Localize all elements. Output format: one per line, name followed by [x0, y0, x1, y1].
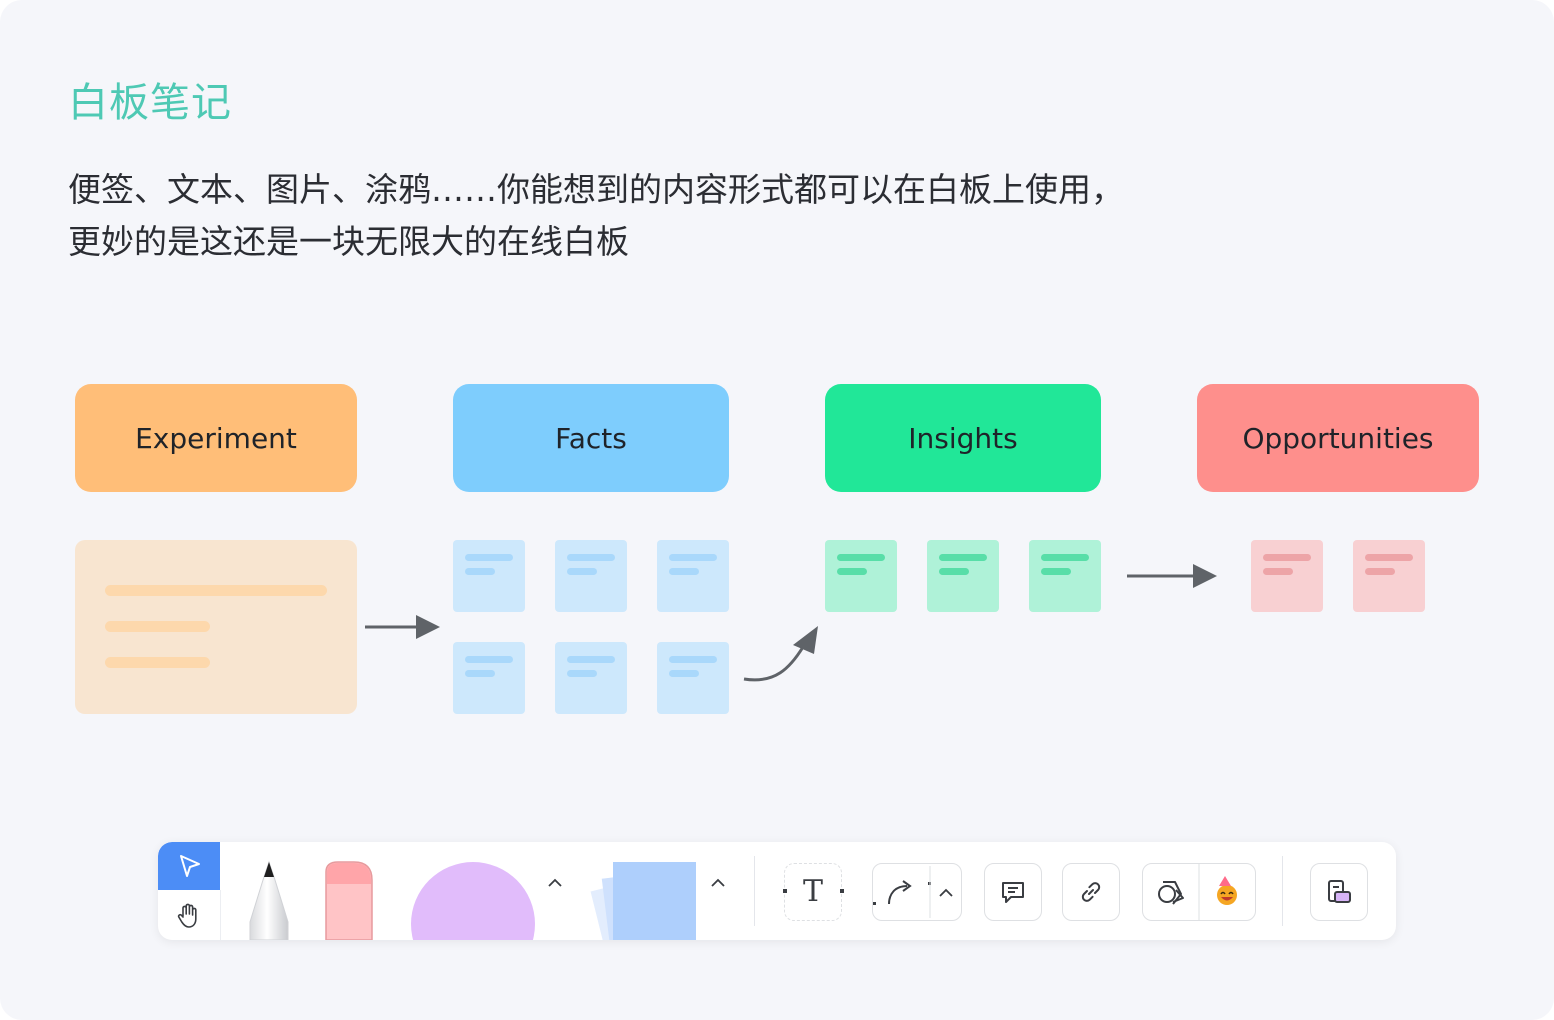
pen-icon[interactable] — [244, 860, 294, 940]
comment-tool-button[interactable] — [984, 863, 1042, 921]
emoji-icon — [1217, 876, 1237, 905]
sticky-note-icon[interactable] — [613, 862, 696, 940]
insights-sticky-note — [1029, 540, 1101, 612]
column-header-experiment: Experiment — [75, 384, 357, 492]
experiment-note — [75, 540, 357, 714]
facts-sticky-note — [555, 540, 627, 612]
connector-arrow-icon — [873, 866, 953, 918]
chevron-up-icon[interactable] — [546, 876, 564, 890]
facts-sticky-note — [453, 642, 525, 714]
select-tool-button[interactable] — [158, 842, 220, 890]
insert-group — [1142, 863, 1256, 921]
text-icon: T — [802, 874, 823, 909]
circle-shape-icon[interactable] — [411, 862, 535, 940]
note-line — [105, 657, 210, 668]
description-line: 更妙的是这还是一块无限大的在线白板 — [68, 222, 629, 261]
column-header-opportunities: Opportunities — [1197, 384, 1479, 492]
note-line — [105, 621, 210, 632]
insights-sticky-note — [825, 540, 897, 612]
toolbar-divider — [1282, 856, 1283, 926]
shapes-icon — [1158, 881, 1184, 905]
opportunities-sticky-note — [1353, 540, 1425, 612]
facts-sticky-note — [453, 540, 525, 612]
opportunities-sticky-note — [1251, 540, 1323, 612]
eraser-icon[interactable] — [324, 860, 374, 940]
facts-sticky-note — [555, 642, 627, 714]
note-line — [105, 585, 327, 596]
facts-sticky-note — [657, 642, 729, 714]
connector-tool-button[interactable] — [872, 863, 962, 921]
column-header-facts: Facts — [453, 384, 729, 492]
description-line: 便签、文本、图片、涂鸦……你能想到的内容形式都可以在白板上使用， — [68, 170, 1124, 209]
chevron-up-icon[interactable] — [709, 876, 727, 890]
handle-dot — [783, 889, 787, 893]
link-icon — [1081, 882, 1101, 902]
handle-dot — [840, 889, 844, 893]
facts-sticky-note — [657, 540, 729, 612]
whiteboard-toolbar: T — [158, 842, 1396, 940]
comment-icon — [1002, 882, 1024, 903]
shapes-and-emoji — [1158, 864, 1237, 920]
hand-icon — [177, 903, 197, 928]
text-tool-button[interactable]: T — [784, 863, 842, 921]
template-icon — [1328, 880, 1351, 903]
page-description: 便签、文本、图片、涂鸦……你能想到的内容形式都可以在白板上使用， 更妙的是这还是… — [68, 164, 1368, 268]
link-tool-button[interactable] — [1062, 863, 1120, 921]
toolbar-divider — [754, 856, 755, 926]
page-title: 白板笔记 — [68, 80, 232, 126]
more-tools-button[interactable] — [1310, 863, 1368, 921]
hand-tool-button[interactable] — [158, 890, 221, 940]
cursor-arrow-icon — [180, 855, 200, 877]
insights-sticky-note — [927, 540, 999, 612]
column-header-insights: Insights — [825, 384, 1101, 492]
